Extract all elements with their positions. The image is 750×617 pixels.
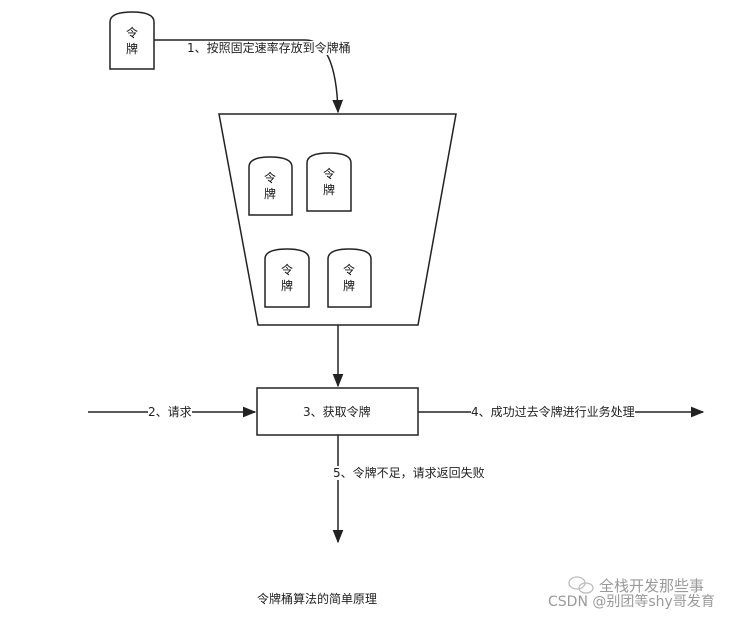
svg-text:牌: 牌	[323, 183, 335, 197]
step3-label: 3、获取令牌	[303, 405, 371, 419]
bucket-token-4: 令 牌	[327, 248, 372, 308]
token-text-2: 牌	[126, 42, 138, 56]
wechat-icon	[568, 576, 594, 594]
watermark-csdn: CSDN @别团等shy哥发育	[548, 594, 715, 610]
diagram-caption: 令牌桶算法的简单原理	[257, 592, 378, 606]
svg-text:令: 令	[323, 166, 335, 181]
step2-label: 2、请求	[148, 405, 192, 419]
bucket-token-2: 令 牌	[306, 152, 352, 212]
step4-label: 4、成功过去令牌进行业务处理	[471, 405, 635, 419]
svg-text:牌: 牌	[343, 279, 355, 293]
svg-text:牌: 牌	[264, 187, 276, 201]
watermark-account: 全栈开发那些事	[599, 577, 705, 595]
svg-text:牌: 牌	[281, 279, 293, 293]
step5-label: 5、令牌不足，请求返回失败	[333, 466, 485, 480]
incoming-token: 令 牌	[109, 11, 155, 70]
step1-label: 1、按照固定速率存放到令牌桶	[187, 41, 351, 55]
svg-text:令: 令	[343, 262, 355, 277]
token-text-1: 令	[126, 25, 138, 40]
bucket-token-1: 令 牌	[248, 156, 293, 216]
svg-text:令: 令	[281, 262, 293, 277]
svg-text:令: 令	[264, 170, 276, 185]
acquire-token-box	[256, 387, 419, 436]
bucket-token-3: 令 牌	[264, 248, 310, 308]
